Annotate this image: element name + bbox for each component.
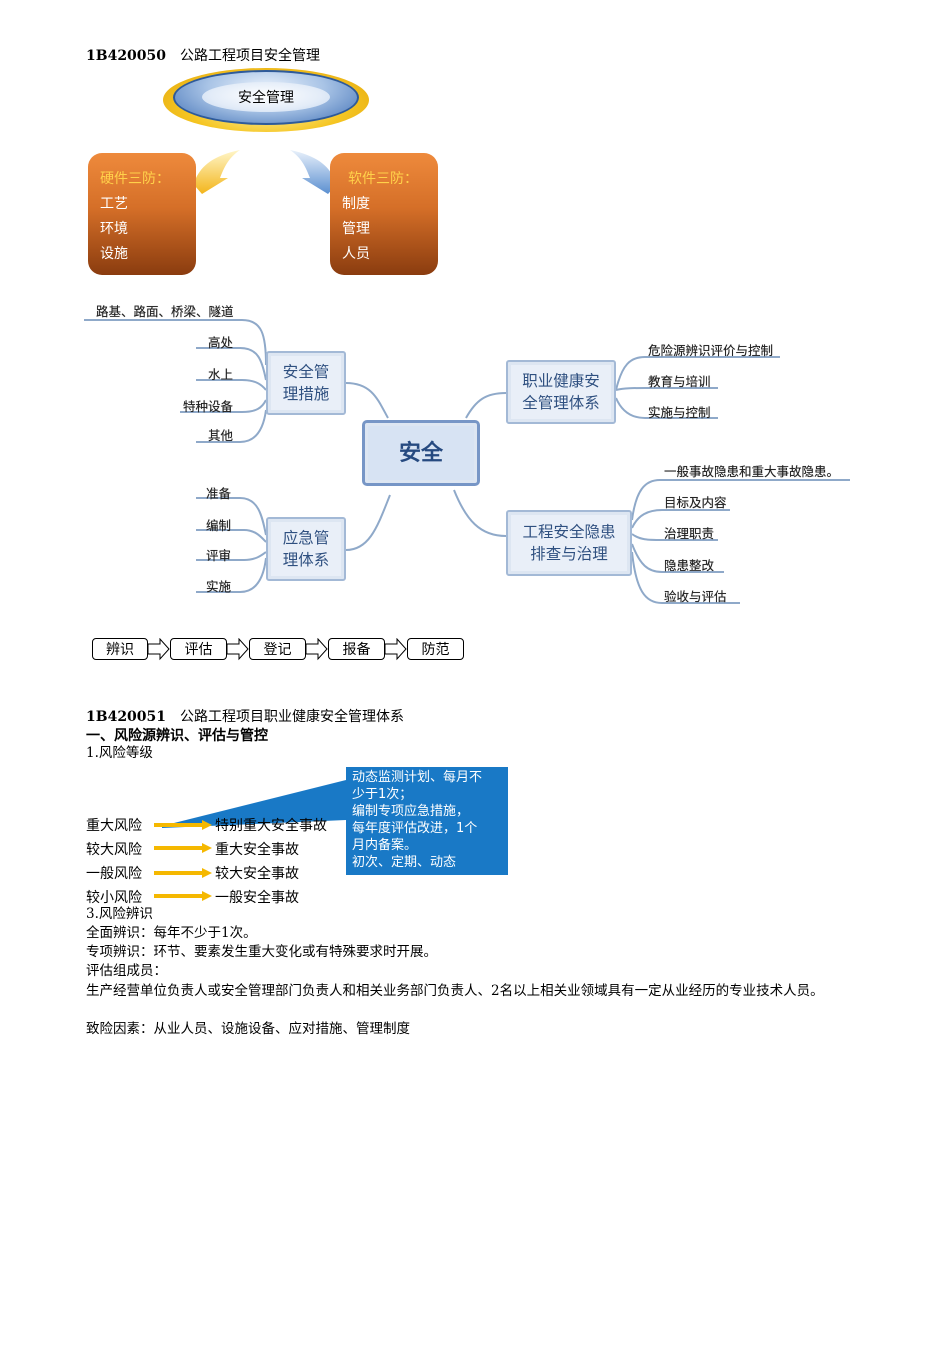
- hazard-item: 验收与评估: [664, 589, 727, 604]
- measures-item: 特种设备: [183, 399, 234, 414]
- monitoring-callout: 动态监测计划、每月不 少于1次； 编制专项应急措施， 每年度评估改进，1个 月内…: [346, 767, 508, 875]
- hazard-line1: 工程安全隐患: [522, 523, 616, 541]
- callout-line: 少于1次；: [352, 787, 413, 802]
- paragraph-full-identification: 全面辨识：每年不少于1次。: [86, 925, 257, 941]
- section-1-title: 一、风险源辨识、评估与管控: [86, 728, 268, 744]
- callout-line: 初次、定期、动态: [352, 855, 457, 870]
- callout-line: 编制专项应急措施，: [352, 804, 470, 819]
- heading-title: 公路工程项目安全管理: [180, 48, 321, 64]
- hazard-item: 隐患整改: [664, 558, 715, 573]
- software-item: 人员: [342, 246, 370, 262]
- flow-arrow-icon: [148, 638, 170, 661]
- sub-heading-risk-identification: 3.风险辨识: [86, 906, 153, 922]
- hardware-title: 硬件三防：: [100, 171, 170, 187]
- emergency-line1: 应急管: [282, 529, 330, 547]
- ohs-item: 教育与培训: [648, 374, 711, 389]
- sub-heading-risk-level: 1.风险等级: [86, 745, 153, 761]
- arrow-right-icon: [154, 843, 212, 853]
- paragraph-risk-factors: 致险因素：从业人员、设施设备、应对措施、管理制度: [86, 1021, 410, 1037]
- emergency-node: 应急管理体系: [266, 517, 346, 581]
- software-item: 制度: [342, 196, 370, 212]
- hazard-line2: 排查与治理: [530, 545, 608, 563]
- risk-level: 较小风险: [86, 890, 142, 906]
- left-arrow-icon: [188, 150, 240, 194]
- split-arrows: [188, 150, 342, 194]
- emergency-item: 评审: [206, 548, 232, 563]
- flow-step: 防范: [407, 638, 464, 660]
- flow-arrow-icon: [384, 638, 407, 661]
- callout-line: 每年度评估改进，1个: [352, 821, 478, 836]
- callout-line: 月内备案。: [352, 838, 418, 853]
- arrow-right-icon: [154, 891, 212, 901]
- paragraph-special-identification: 专项辨识：环节、要素发生重大变化或有特殊要求时开展。: [86, 944, 437, 960]
- arrow-right-icon: [154, 868, 212, 878]
- hazard-node: 工程安全隐患排查与治理: [506, 510, 632, 576]
- arrow-right-icon: [154, 820, 212, 830]
- hardware-item: 环境: [100, 221, 128, 237]
- callout-line: 动态监测计划、每月不: [352, 770, 483, 785]
- accident-level: 重大安全事故: [215, 842, 299, 858]
- hazard-item: 治理职责: [664, 526, 715, 541]
- paragraph-members: 生产经营单位负责人或安全管理部门负责人和相关业务部门负责人、2名以上相关业领域具…: [86, 983, 824, 999]
- emergency-line2: 理体系: [282, 551, 330, 569]
- risk-level: 一般风险: [86, 866, 142, 882]
- ellipse-label: 安全管理: [202, 82, 330, 112]
- accident-level: 一般安全事故: [215, 890, 299, 906]
- software-title: 软件三防：: [348, 171, 418, 187]
- emergency-item: 实施: [206, 579, 232, 594]
- section-heading-2: 1B420051 公路工程项目职业健康安全管理体系: [86, 706, 404, 726]
- hardware-item: 设施: [100, 246, 128, 262]
- measures-item: 其他: [208, 428, 234, 443]
- hardware-box: 硬件三防： 工艺 环境 设施: [88, 153, 196, 275]
- software-box: 软件三防： 制度 管理 人员: [330, 153, 438, 275]
- ohs-node: 职业健康安全管理体系: [506, 360, 616, 424]
- risk-level: 重大风险: [86, 818, 142, 834]
- flow-arrow-icon: [305, 638, 328, 661]
- emergency-item: 准备: [206, 486, 232, 501]
- section-heading-1: 1B420050 公路工程项目安全管理: [86, 45, 320, 65]
- flow-step: 报备: [328, 638, 385, 660]
- heading-title: 公路工程项目职业健康安全管理体系: [180, 709, 405, 725]
- measures-line1: 安全管: [282, 363, 330, 381]
- heading-code: 1B420051: [86, 709, 167, 725]
- flow-arrow-icon: [226, 638, 249, 661]
- ohs-line1: 职业健康安: [522, 372, 600, 390]
- hazard-item-text: 一般事故隐患和重大事故隐患: [664, 464, 827, 479]
- ohs-line2: 全管理体系: [522, 394, 600, 412]
- risk-level: 较大风险: [86, 842, 142, 858]
- measures-node: 安全管理措施: [266, 351, 346, 415]
- flow-arrows: [148, 638, 407, 661]
- measures-item: 高处: [208, 335, 234, 350]
- measures-item: 水上: [208, 367, 234, 382]
- mindmap-center-node: 安全: [362, 420, 480, 486]
- measures-top-label: 路基、路面、桥梁、隧道: [96, 304, 234, 319]
- measures-line2: 理措施: [282, 385, 330, 403]
- ohs-item: 实施与控制: [648, 405, 711, 420]
- accident-level: 较大安全事故: [215, 866, 299, 882]
- risk-arrows: [154, 780, 346, 901]
- ohs-item: 危险源辨识评价与控制: [648, 343, 774, 358]
- software-item: 管理: [342, 221, 370, 237]
- flow-step: 辨识: [92, 638, 148, 660]
- hardware-item: 工艺: [100, 196, 128, 212]
- emergency-item: 编制: [206, 518, 232, 533]
- hazard-item: 目标及内容: [664, 495, 727, 510]
- mindmap-connectors: [84, 319, 850, 604]
- accident-level: 特别重大安全事故: [215, 818, 327, 834]
- paragraph-members-title: 评估组成员：: [86, 963, 167, 979]
- hazard-item: 一般事故隐患和重大事故隐患。: [664, 464, 840, 479]
- right-arrow-icon: [290, 150, 342, 194]
- heading-code: 1B420050: [86, 48, 167, 64]
- flow-step: 登记: [249, 638, 306, 660]
